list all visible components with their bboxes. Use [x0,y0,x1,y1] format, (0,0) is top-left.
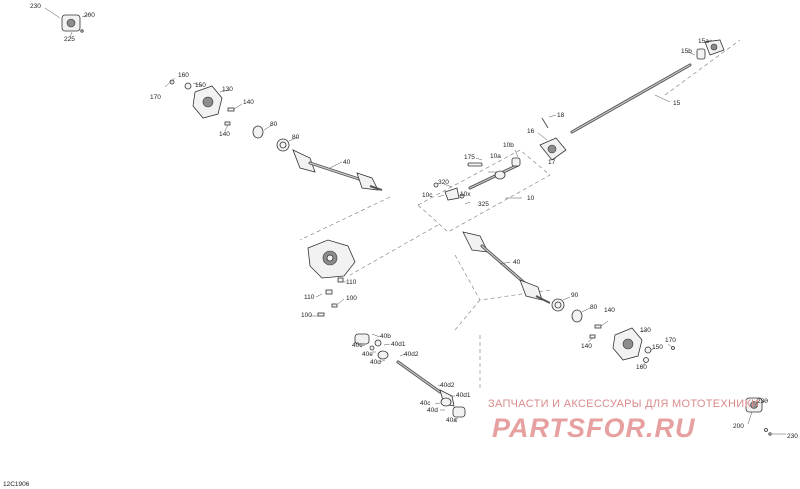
callout-label: 15a [698,38,709,45]
hub-assembly-bottom-right [745,397,786,436]
guide-lines [299,39,741,390]
seal-rings-right [551,296,591,323]
callout-label: 40d1 [391,341,406,348]
callout-label: 40c [352,342,363,349]
callout-label: 10b [503,142,514,149]
callout-label: 80 [270,121,278,128]
callout-label: 100 [301,312,312,319]
callout-label: 175 [464,154,475,161]
carrier-bearing [537,114,567,161]
callout-label: 10 [527,195,535,202]
propeller-shaft [570,39,725,134]
callout-label: 140 [219,131,230,138]
diagram-code: 12C1906 [3,481,30,488]
callout-label: 200 [84,12,95,19]
callout-label: 40d1 [456,392,471,399]
callout-labels: 230 200 225 160 150 170 130 140 140 80 8… [30,3,798,440]
callout-label: 18 [557,112,565,119]
callout-label: 150 [195,82,206,89]
knuckle-assembly-right [587,320,675,367]
knuckle-assembly-left [164,77,243,132]
callout-label: 170 [665,337,676,344]
callout-label: 150 [652,344,663,351]
callout-label: 230 [787,433,798,440]
callout-label: 160 [178,72,189,79]
callout-label: 110 [304,294,315,301]
callout-label: 40d2 [404,351,419,358]
drive-shaft-mid [462,231,551,304]
callout-label: 110 [346,279,357,286]
hub-assembly-top-left [44,7,91,38]
callout-label: 40d [427,407,438,414]
callout-label: 40 [513,259,521,266]
callout-label: 130 [640,327,651,334]
watermark-tagline: ЗАПЧАСТИ И АКСЕССУАРЫ ДЛЯ МОТОТЕХНИКИ [488,398,759,410]
callout-label: 200 [733,423,744,430]
callout-label: 40d [370,359,381,366]
callout-label: 90 [571,292,579,299]
callout-label: 40d2 [440,382,455,389]
callout-label: 40e [362,351,373,358]
callout-label: 325 [478,201,489,208]
callout-label: 160 [636,364,647,371]
callout-label: 140 [581,343,592,350]
callout-label: 80 [292,134,300,141]
callout-label: 10c [422,192,433,199]
callout-label: 225 [64,36,75,43]
callout-label: 40c [420,400,431,407]
watermark-logo: PARTSFOR.RU [492,413,696,443]
callout-label: 320 [438,179,449,186]
callout-label: 140 [243,99,254,106]
callout-label: 130 [222,86,233,93]
callout-label: 17 [548,159,556,166]
callout-label: 170 [150,94,161,101]
callout-label: 16 [527,128,535,135]
callout-label: 230 [757,398,768,405]
callout-label: 80 [590,304,598,311]
callout-label: 40a [446,417,457,424]
differential-housing [307,239,356,317]
front-shaft-group [433,149,522,205]
callout-label: 100 [346,295,357,302]
callout-label: 15 [673,100,681,107]
callout-label: 40 [343,159,351,166]
callout-label: 15b [681,48,692,55]
watermark: ЗАПЧАСТИ И АКСЕССУАРЫ ДЛЯ МОТОТЕХНИКИ PA… [488,398,759,443]
callout-label: 230 [30,3,41,10]
callout-label: 140 [604,307,615,314]
drive-shaft-upper-left [292,149,383,191]
callout-label: 40b [380,333,391,340]
callout-label: 10x [460,191,471,198]
seal-rings-left [252,124,299,152]
callout-label: 10a [490,153,501,160]
drive-shaft-exploded [354,333,466,421]
